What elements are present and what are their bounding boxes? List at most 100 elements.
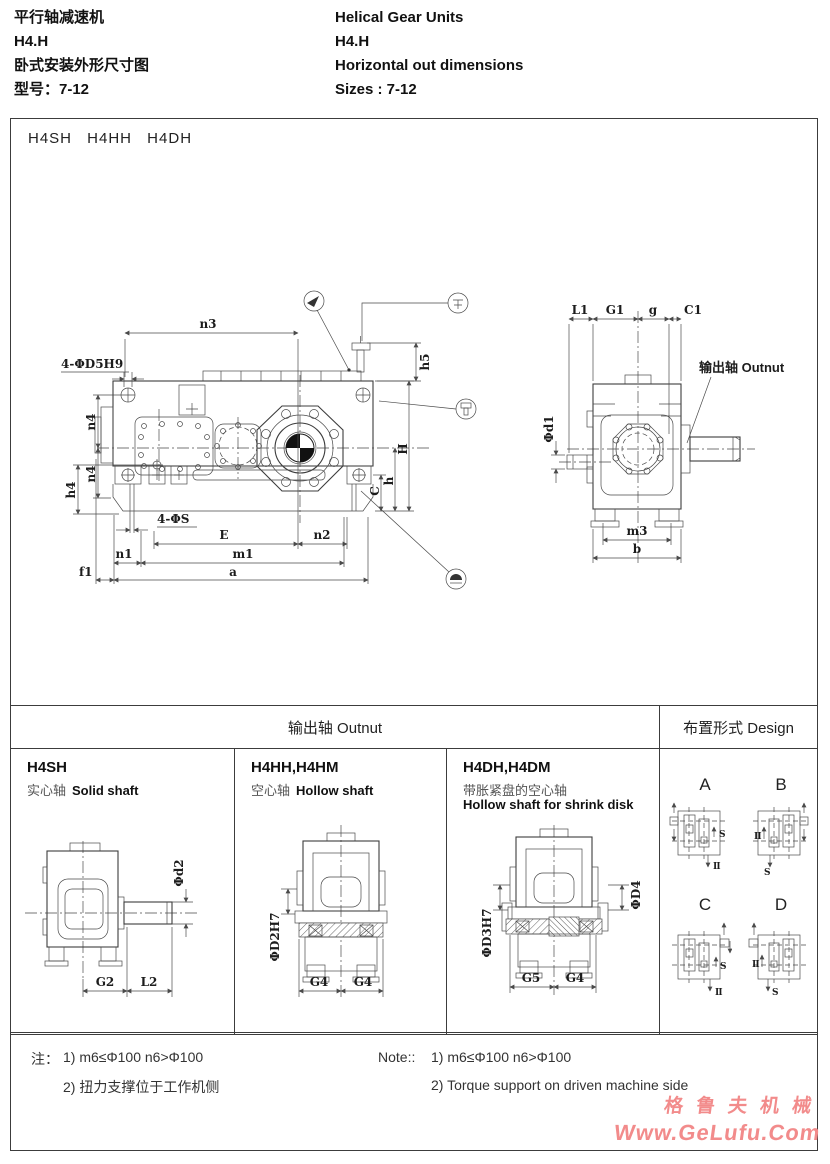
notes-panel: 注： 1) m6≤Φ100 n6>Φ100 2) 扭力支撑位于工作机侧 Note… bbox=[10, 1032, 818, 1151]
shrink-disk-drawing: ΦD3H7 ΦD4 G5 G4 bbox=[480, 825, 643, 995]
subtitle-zh: 卧式安装外形尺寸图 bbox=[14, 57, 150, 74]
dim-label-4-d5h9: 4-ΦD5H9 bbox=[61, 357, 123, 371]
watermark: 格鲁夫机械 Www.GeLufu.Com bbox=[612, 1094, 826, 1146]
cell-h4dh-title: H4DH,H4DM bbox=[463, 759, 551, 776]
design-b-s-label: S bbox=[764, 868, 771, 878]
dim-label-d2h7: ΦD2H7 bbox=[268, 913, 282, 962]
bolt-pattern-side bbox=[612, 423, 664, 475]
cell-h4hh-title: H4HH,H4HM bbox=[251, 759, 339, 776]
centroid-mark bbox=[285, 433, 315, 463]
model-list-label: H4SH H4HH H4DH bbox=[28, 130, 193, 147]
note-en-label: Note:: bbox=[378, 1049, 416, 1065]
design-c-s-label: S bbox=[720, 962, 727, 972]
dim-label-n4-bottom: n4 bbox=[84, 465, 98, 482]
note-zh-item1: 1) m6≤Φ100 n6>Φ100 bbox=[63, 1049, 204, 1065]
cell-h4hh-subtitle-zh: 空心轴 bbox=[251, 783, 291, 798]
dim-label-g4-right: G4 bbox=[354, 975, 373, 989]
cell-h4sh-title: H4SH bbox=[27, 759, 68, 776]
dim-label-d4: ΦD4 bbox=[629, 880, 643, 909]
output-shaft bbox=[689, 436, 741, 462]
dim-label-g: g bbox=[649, 303, 658, 317]
dim-label-m1: m1 bbox=[232, 547, 253, 561]
dim-label-l1: L1 bbox=[572, 303, 589, 317]
dim-label-d2: Φd2 bbox=[172, 859, 186, 886]
cell-h4dh-subtitle-en: Hollow shaft for shrink disk bbox=[463, 797, 634, 812]
cell-h4hh-subtitle-en: Hollow shaft bbox=[296, 783, 374, 798]
cell-h4dh-subtitle-zh-row: 带胀紧盘的空心轴 bbox=[463, 780, 567, 799]
design-c-ii-label: Ⅱ bbox=[715, 988, 723, 998]
design-c-diagram: S Ⅱ bbox=[671, 922, 732, 998]
note-zh-label: 注： bbox=[31, 1051, 59, 1067]
cell-h4dh-subtitle-zh: 带胀紧盘的空心轴 bbox=[463, 783, 568, 798]
design-a-s-label: S bbox=[719, 830, 726, 840]
dim-label-n1: n1 bbox=[115, 547, 132, 561]
breather-plug bbox=[351, 336, 371, 373]
design-d-s-label: S bbox=[772, 988, 779, 998]
hollow-shaft-drawing: ΦD2H7 G4 G4 bbox=[268, 825, 388, 999]
design-b-ii-label: Ⅱ bbox=[754, 832, 762, 842]
cell1-dimensions: Φd2 G2 L2 bbox=[82, 859, 193, 997]
dim-label-e: E bbox=[219, 528, 228, 542]
dim-label-h5: h5 bbox=[418, 353, 432, 370]
solid-shaft-drawing: Φd2 G2 L2 bbox=[25, 841, 197, 997]
cell-design: A B S Ⅱ Ⅱ bbox=[660, 749, 817, 1034]
dim-label-cap-h: H bbox=[396, 443, 410, 454]
design-letter-c: C bbox=[698, 895, 712, 914]
dim-label-a: a bbox=[229, 565, 237, 579]
dim-label-d1: Φd1 bbox=[542, 415, 556, 442]
dim-label-g1: G1 bbox=[606, 303, 625, 317]
bolt-pattern-left bbox=[138, 421, 210, 472]
design-d-diagram: Ⅱ S bbox=[748, 922, 807, 998]
dim-label-h: h bbox=[382, 476, 396, 485]
note-en-item1: 1) m6≤Φ100 n6>Φ100 bbox=[431, 1049, 572, 1065]
cell-h4sh-subtitle-en: Solid shaft bbox=[72, 783, 139, 798]
model-en: H4.H bbox=[335, 33, 370, 50]
watermark-url: Www.GeLufu.Com bbox=[612, 1120, 822, 1145]
dimension-drawing: n3 h5 4-ΦD5H9 n4 n4 bbox=[61, 290, 785, 590]
cell3-dimensions: ΦD3H7 ΦD4 G5 G4 bbox=[480, 880, 643, 993]
dim-label-c1: C1 bbox=[684, 303, 702, 317]
note-zh-item2: 2) 扭力支撑位于工作机侧 bbox=[63, 1079, 220, 1095]
dim-label-n4-top: n4 bbox=[84, 413, 98, 430]
dim-label-g4-left: G4 bbox=[310, 975, 329, 989]
watermark-brand: 格鲁夫机械 bbox=[662, 1096, 826, 1117]
sizes-en: Sizes : 7-12 bbox=[335, 81, 417, 98]
header-english: Helical Gear Units H4.H Horizontal out d… bbox=[335, 6, 523, 102]
title-en: Helical Gear Units bbox=[335, 9, 464, 26]
dim-label-d3h7: ΦD3H7 bbox=[480, 909, 494, 958]
front-view: n3 h5 4-ΦD5H9 n4 n4 bbox=[61, 290, 477, 590]
oil-sight-callout-icon bbox=[303, 290, 351, 372]
sizes-zh: 型号：7-12 bbox=[14, 81, 90, 98]
dim-label-g2: G2 bbox=[96, 975, 115, 989]
subtitle-en: Horizontal out dimensions bbox=[335, 57, 524, 74]
dim-label-l2: L2 bbox=[141, 975, 158, 989]
dim-label-n2: n2 bbox=[313, 528, 330, 542]
header-chinese: 平行轴减速机 H4.H 卧式安装外形尺寸图 型号：7-12 bbox=[14, 6, 149, 102]
dim-label-4-s: 4-ΦS bbox=[157, 512, 189, 526]
cell-h4hh: H4HH,H4HM 空心轴 Hollow shaft bbox=[235, 749, 447, 1034]
dim-label-g4: G4 bbox=[566, 971, 585, 985]
output-shaft-label: 输出轴 Outnut bbox=[699, 360, 785, 375]
dim-label-c: C bbox=[368, 486, 382, 496]
design-b-diagram: Ⅱ S bbox=[751, 802, 809, 878]
front-dimensions: n3 h5 4-ΦD5H9 n4 n4 bbox=[61, 317, 432, 584]
breather-callout-icon bbox=[361, 292, 469, 341]
oil-plug-callout-icon bbox=[378, 398, 477, 420]
table-header-row: 输出轴 Outnut 布置形式 Design bbox=[11, 706, 817, 749]
design-letter-b: B bbox=[775, 775, 787, 794]
dim-label-g5: G5 bbox=[522, 971, 541, 985]
cell2-dimensions: ΦD2H7 G4 G4 bbox=[268, 888, 384, 997]
side-view: L1 G1 g C1 Φd1 m3 b bbox=[542, 303, 785, 565]
design-a-diagram: S Ⅱ bbox=[669, 802, 727, 872]
dim-label-b: b bbox=[633, 542, 641, 556]
title-zh: 平行轴减速机 bbox=[14, 9, 105, 26]
output-header: 输出轴 Outnut bbox=[11, 706, 660, 748]
cell-h4dh: H4DH,H4DM 带胀紧盘的空心轴 Hollow shaft for shri… bbox=[447, 749, 660, 1034]
cell-h4hh-subtitle: 空心轴 Hollow shaft bbox=[251, 780, 373, 799]
dim-label-f1: f1 bbox=[79, 565, 93, 579]
